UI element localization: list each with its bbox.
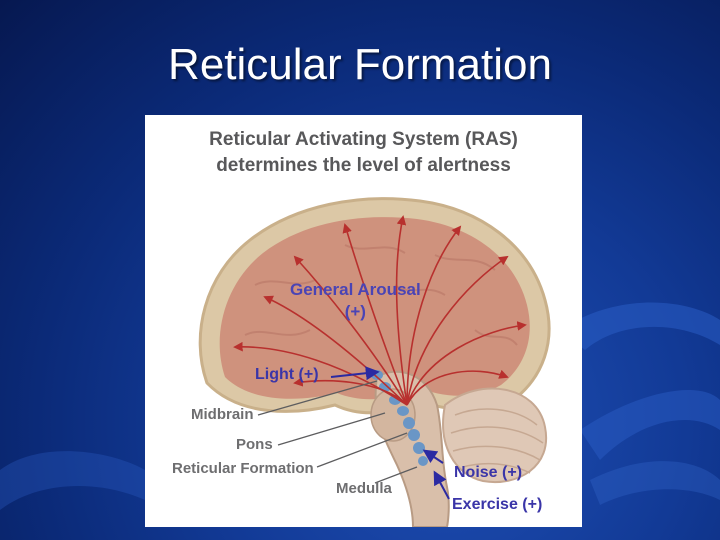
label-exercise: Exercise (+) [452, 496, 543, 513]
label-medulla: Medulla [336, 480, 392, 497]
label-pons: Pons [236, 436, 273, 453]
label-noise: Noise (+) [454, 464, 523, 481]
label-reticular-formation: Reticular Formation [172, 460, 314, 477]
label-midbrain: Midbrain [191, 406, 254, 423]
label-general-arousal: General Arousal (+) [290, 279, 421, 323]
diagram-heading-line2: determines the level of alertness [216, 155, 511, 176]
label-light: Light (+) [255, 366, 319, 383]
leader-lines [257, 380, 418, 484]
label-general-arousal-text: General Arousal [290, 280, 421, 299]
diagram-heading: Reticular Activating System (RAS) determ… [145, 127, 582, 179]
label-general-arousal-sign: (+) [344, 302, 366, 321]
projection-arrows [233, 215, 527, 406]
cerebellum-folia [450, 408, 544, 474]
brain-illustration [198, 197, 551, 527]
brain-diagram: Reticular Activating System (RAS) determ… [145, 115, 582, 527]
diagram-heading-line1: Reticular Activating System (RAS) [209, 129, 518, 150]
cerebellum [442, 387, 548, 483]
input-arrows [330, 366, 450, 500]
slide-title: Reticular Formation [168, 40, 552, 89]
